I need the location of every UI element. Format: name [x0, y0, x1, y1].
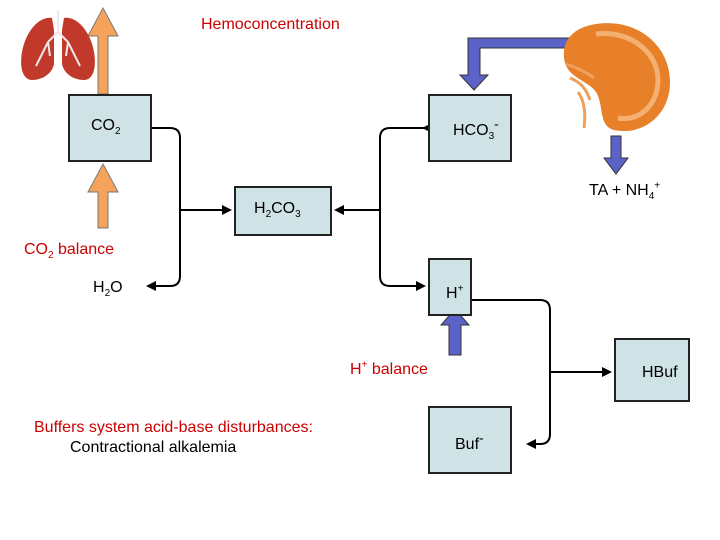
- buffers-line1-label: Buffers system acid-base disturbances:: [34, 419, 313, 436]
- co2-balance-up-arrow: [87, 162, 119, 229]
- h-label: H+: [446, 283, 464, 302]
- ta-nh4-label: TA + NH4+: [589, 180, 661, 203]
- h2o-label: H2O: [93, 279, 123, 300]
- buffer-connector: [472, 299, 612, 449]
- hco3-box: [428, 94, 512, 162]
- right-equilibrium-connector: [334, 123, 432, 291]
- hco3-label: HCO3-: [453, 115, 499, 143]
- co2-balance-label: CO2 balance: [24, 241, 115, 262]
- co2-label: CO2: [91, 117, 121, 138]
- h2co3-label: H2CO3: [254, 200, 301, 221]
- title-label: Hemoconcentration: [201, 16, 340, 33]
- co2-box: [68, 94, 152, 162]
- h-box: [428, 258, 472, 316]
- hbuf-label: HBuf: [642, 364, 678, 381]
- h-balance-up-arrow: [439, 308, 471, 356]
- buf-box: [428, 406, 512, 474]
- h2co3-box: [234, 186, 332, 236]
- buf-label: Buf-: [455, 429, 484, 453]
- kidney-icon: [563, 23, 670, 132]
- kidney-excretion-arrow: [603, 135, 629, 175]
- lungs-icon: [21, 10, 95, 80]
- hbuf-box: [614, 338, 690, 402]
- buffers-line2-label: Contractional alkalemia: [70, 439, 237, 456]
- co2-to-lungs-arrow: [87, 6, 119, 95]
- h-balance-label: H+ balance: [350, 359, 428, 378]
- left-equilibrium-connector: [122, 123, 232, 291]
